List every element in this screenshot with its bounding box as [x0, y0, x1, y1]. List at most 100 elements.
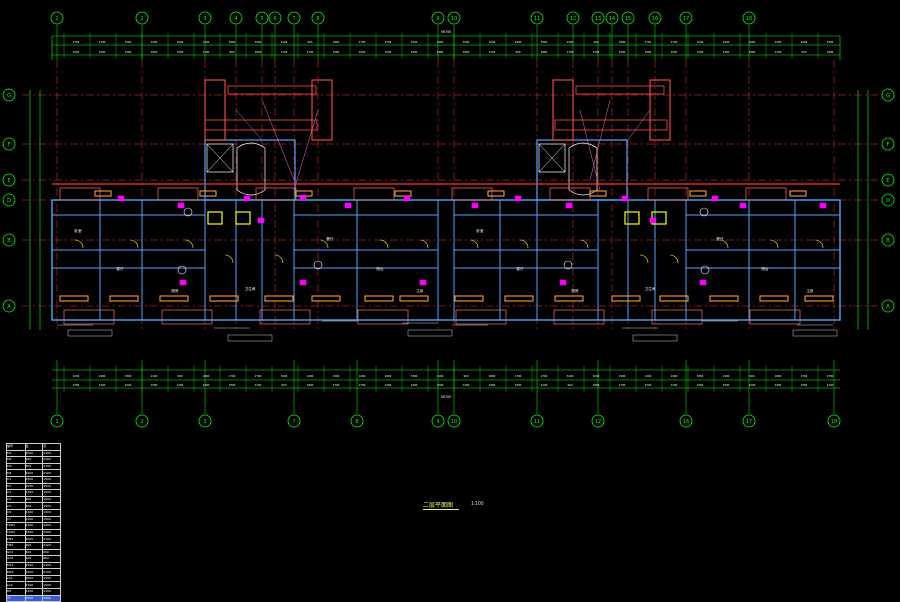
- schedule-cell: C3: [6, 489, 26, 497]
- schedule-cell: FM1: [6, 535, 26, 543]
- axis-bubble-bottom: [198, 414, 212, 428]
- schedule-cell: 1200: [24, 568, 44, 576]
- annotation-marker: [649, 217, 657, 224]
- section-marker: [699, 207, 709, 217]
- schedule-cell: MC2: [6, 568, 26, 576]
- axis-bubble-top: [679, 11, 693, 25]
- schedule-cell: 1500: [42, 581, 61, 590]
- dimension-value: 3300: [125, 374, 132, 378]
- annotation-marker: [699, 279, 707, 286]
- elevator-shaft: [538, 143, 566, 173]
- schedule-cell: 2700: [24, 581, 44, 590]
- axis-bubble-bottom: [50, 414, 64, 428]
- room-label: 卫生间: [245, 286, 256, 291]
- dimension-value: 2700: [307, 50, 314, 54]
- door-swing: [669, 254, 679, 264]
- dimension-value: 1500: [385, 50, 392, 54]
- dimension-value: 2700: [359, 383, 366, 387]
- schedule-cell: FM2: [6, 541, 26, 550]
- dimension-value: 3300: [801, 383, 808, 387]
- dimension-value: 2400: [515, 40, 522, 44]
- door-swing: [769, 239, 779, 249]
- dimension-value: 2700: [593, 50, 600, 54]
- drawing-title: 二层平面图: [423, 503, 454, 509]
- north-balcony: [59, 187, 101, 201]
- door-swing: [419, 239, 429, 249]
- dimension-value: 1200: [697, 50, 704, 54]
- south-balcony: [455, 309, 507, 325]
- annotation-marker: [711, 195, 719, 202]
- schedule-cell: 1500: [42, 508, 61, 517]
- schedule-cell: C7: [6, 515, 26, 524]
- schedule-cell: 2100: [42, 456, 61, 464]
- light-well-outline: [649, 79, 671, 141]
- detail-callout-box: [407, 329, 453, 337]
- schedule-row: 编号宽高: [6, 443, 61, 451]
- axis-bubble-bottom: [591, 414, 605, 428]
- axis-label-right: A: [886, 304, 890, 310]
- axis-bubble-top: [198, 11, 212, 25]
- room-label: 阳台: [376, 266, 384, 271]
- schedule-cell: 2100: [42, 588, 61, 596]
- axis-bubble-right: [881, 193, 895, 207]
- section-marker: [563, 260, 573, 270]
- axis-label-left: E: [7, 178, 10, 184]
- annotation-marker: [559, 279, 567, 286]
- furniture-bed: [709, 295, 739, 302]
- schedule-cell: 2400: [42, 528, 61, 537]
- schedule-cell: LC2: [6, 581, 26, 590]
- dimension-value: 1700: [645, 40, 652, 44]
- dimension-value: 1200: [203, 40, 210, 44]
- furniture-bed: [311, 295, 341, 302]
- schedule-cell: 900: [24, 495, 44, 504]
- dimension-value: 3300: [541, 40, 548, 44]
- dimension-value: 2400: [99, 374, 106, 378]
- annotation-marker: [344, 202, 352, 209]
- room-label: 卧室: [476, 228, 484, 233]
- elevator-door-frame: [207, 211, 223, 225]
- north-balcony: [745, 187, 787, 201]
- axis-bubble-top: [566, 11, 580, 25]
- furniture-bed: [59, 295, 89, 302]
- dimension-value: 1500: [723, 383, 730, 387]
- dimension-value: 2400: [723, 50, 730, 54]
- room-label: 卫生间: [645, 286, 656, 291]
- dimension-value: 2400: [801, 40, 808, 44]
- schedule-cell: 2400: [24, 522, 44, 530]
- furniture-bed: [804, 295, 834, 302]
- leader-line: [235, 109, 263, 141]
- dimension-value: 2200: [437, 40, 444, 44]
- dimension-value: 3100: [385, 383, 392, 387]
- stair-flight: [568, 142, 598, 196]
- south-balcony: [651, 309, 703, 325]
- schedule-cell: YT: [6, 594, 26, 602]
- axis-bubble-top: [50, 11, 64, 25]
- elevator-cross: [206, 143, 234, 173]
- dimension-value: 2700: [827, 374, 834, 378]
- axis-label-right: G: [886, 93, 890, 99]
- room-label: 厨房: [571, 288, 579, 293]
- dimension-value: 1700: [281, 50, 288, 54]
- schedule-cell: 1500: [42, 475, 61, 484]
- axis-label-top: 15: [625, 16, 631, 22]
- dimension-value: 3300: [255, 40, 262, 44]
- axis-label-bottom: 11: [534, 419, 540, 425]
- dimension-value: 1700: [619, 383, 626, 387]
- axis-label-bottom: 17: [746, 419, 752, 425]
- dimension-value: 1800: [827, 50, 834, 54]
- furniture-bed: [209, 295, 239, 302]
- leader-line: [627, 109, 651, 141]
- dimension-value: 1700: [229, 374, 236, 378]
- north-balcony: [451, 187, 493, 201]
